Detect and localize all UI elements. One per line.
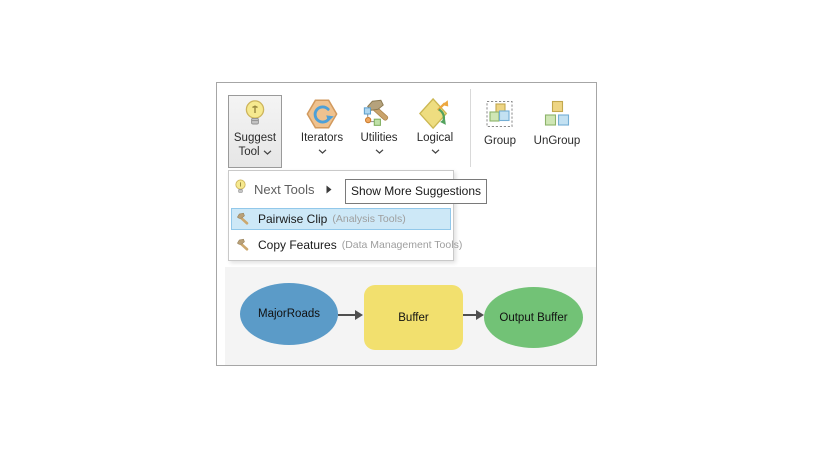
next-tools-menu-header[interactable]: Next Tools <box>229 176 453 202</box>
hammer-icon <box>236 238 251 253</box>
chevron-down-icon <box>375 148 384 154</box>
connector-line <box>463 314 477 316</box>
model-node-input-variable[interactable]: MajorRoads <box>240 283 338 345</box>
menu-item-label: Pairwise Clip <box>258 212 328 226</box>
model-node-tool[interactable]: Buffer <box>364 285 463 350</box>
suggest-tool-label-line1: Suggest <box>233 132 277 144</box>
next-tools-label: Next Tools <box>254 181 315 197</box>
logical-diamond-icon <box>416 97 454 131</box>
lightbulb-icon <box>243 97 267 131</box>
ungroup-icon <box>543 97 571 131</box>
modelbuilder-panel: Suggest Tool Iterators <box>216 82 597 366</box>
suggest-tool-label-line2: Tool <box>238 146 260 158</box>
iterators-label: Iterators <box>300 132 344 144</box>
group-button[interactable]: Group <box>478 95 522 168</box>
connector-arrowhead-icon <box>476 310 484 320</box>
menu-item-pairwise-clip[interactable]: Pairwise Clip (Analysis Tools) <box>231 208 451 230</box>
chevron-down-icon <box>263 149 271 155</box>
model-canvas[interactable]: MajorRoads Buffer Output Buffer <box>225 267 596 365</box>
model-node-output-variable[interactable]: Output Buffer <box>484 287 583 348</box>
node-label: Buffer <box>398 311 429 324</box>
logical-label: Logical <box>416 132 454 144</box>
suggest-tool-button[interactable]: Suggest Tool <box>228 95 282 168</box>
chevron-down-icon <box>431 148 440 154</box>
iterators-hexagon-icon <box>303 97 341 131</box>
toolbar-separator <box>470 89 471 167</box>
iterators-button[interactable]: Iterators <box>293 95 351 168</box>
ungroup-label: UnGroup <box>533 135 581 147</box>
group-label: Group <box>484 135 516 147</box>
menu-item-toolbox: (Data Management Tools) <box>341 239 463 251</box>
hammer-icon <box>236 212 251 227</box>
suggest-tool-menu: Next Tools Pairwise Clip (Analysis Tools… <box>228 170 462 261</box>
submenu-arrow-icon <box>326 185 332 194</box>
group-icon <box>486 97 514 131</box>
connector-line <box>338 314 356 316</box>
menu-item-label: Copy Features <box>258 238 337 252</box>
lightbulb-icon <box>234 178 247 201</box>
node-label: MajorRoads <box>258 308 320 320</box>
ungroup-button[interactable]: UnGroup <box>529 95 585 168</box>
logical-button[interactable]: Logical <box>407 95 463 168</box>
node-label: Output Buffer <box>499 311 568 324</box>
connector-arrowhead-icon <box>355 310 363 320</box>
utilities-hammer-icon <box>360 97 398 131</box>
menu-item-toolbox: (Analysis Tools) <box>332 213 406 225</box>
menu-item-copy-features[interactable]: Copy Features (Data Management Tools) <box>231 234 462 256</box>
utilities-button[interactable]: Utilities <box>351 95 407 168</box>
show-more-suggestions-flyout[interactable]: Show More Suggestions <box>345 179 487 204</box>
utilities-label: Utilities <box>360 132 398 144</box>
chevron-down-icon <box>318 148 327 154</box>
